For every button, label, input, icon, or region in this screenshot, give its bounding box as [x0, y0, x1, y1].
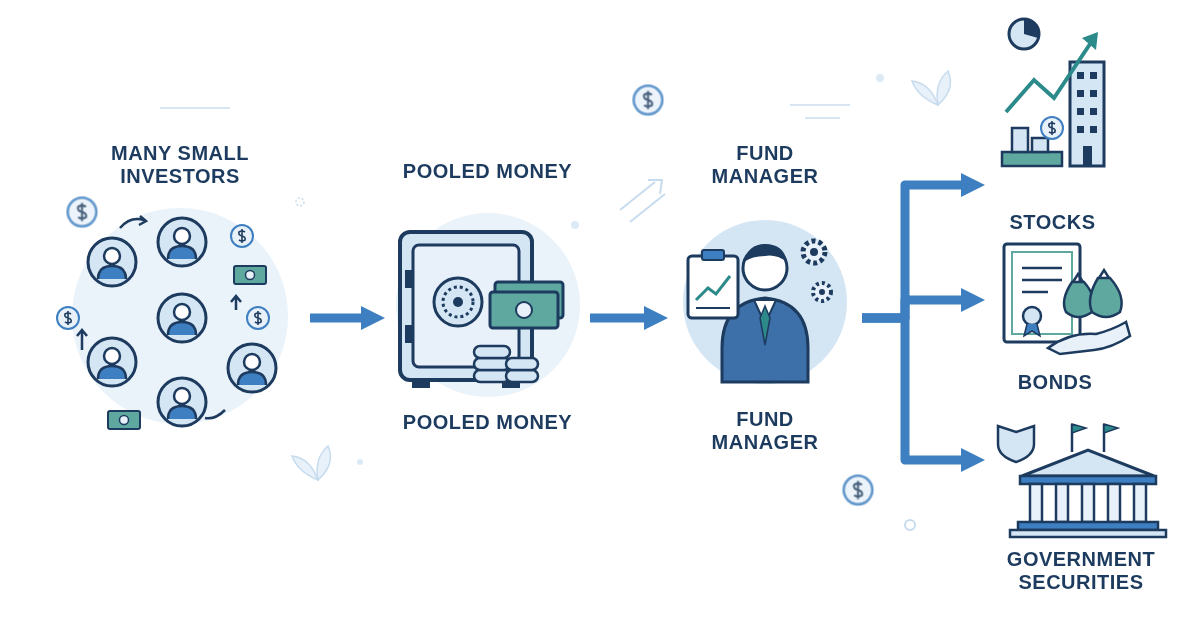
flow-arrow — [310, 314, 373, 323]
diagram-node: POOLED MONEY POOLED MONEY — [385, 158, 590, 442]
diagram-node: MANY SMALL INVESTORS — [50, 140, 310, 440]
diagram-node: BONDS — [985, 242, 1125, 402]
flow-arrow — [862, 318, 973, 460]
safe-illustration — [396, 213, 580, 397]
node-label: STOCKS — [1010, 211, 1096, 234]
node-label: MANY SMALL INVESTORS — [85, 142, 275, 188]
investors-illustration — [57, 208, 288, 429]
flow-arrow — [590, 314, 656, 323]
node-label: POOLED MONEY — [403, 411, 572, 434]
government-icon — [998, 424, 1166, 537]
node-label: FUND MANAGER — [690, 142, 840, 188]
stocks-icon — [1002, 19, 1104, 166]
node-label: FUND MANAGER — [690, 408, 840, 454]
diagram-node: STOCKS — [985, 8, 1120, 242]
node-label: POOLED MONEY — [403, 160, 572, 183]
diagram-node: FUND MANAGER FUND MANAGER — [668, 140, 862, 462]
node-label: GOVERNMENT SECURITIES — [990, 548, 1172, 594]
flow-arrow — [862, 185, 973, 318]
node-label: BONDS — [1018, 371, 1093, 394]
decoration — [68, 71, 951, 530]
manager-illustration — [683, 220, 847, 384]
bonds-icon — [1004, 244, 1130, 354]
diagram-node: GOVERNMENT SECURITIES — [985, 412, 1177, 602]
